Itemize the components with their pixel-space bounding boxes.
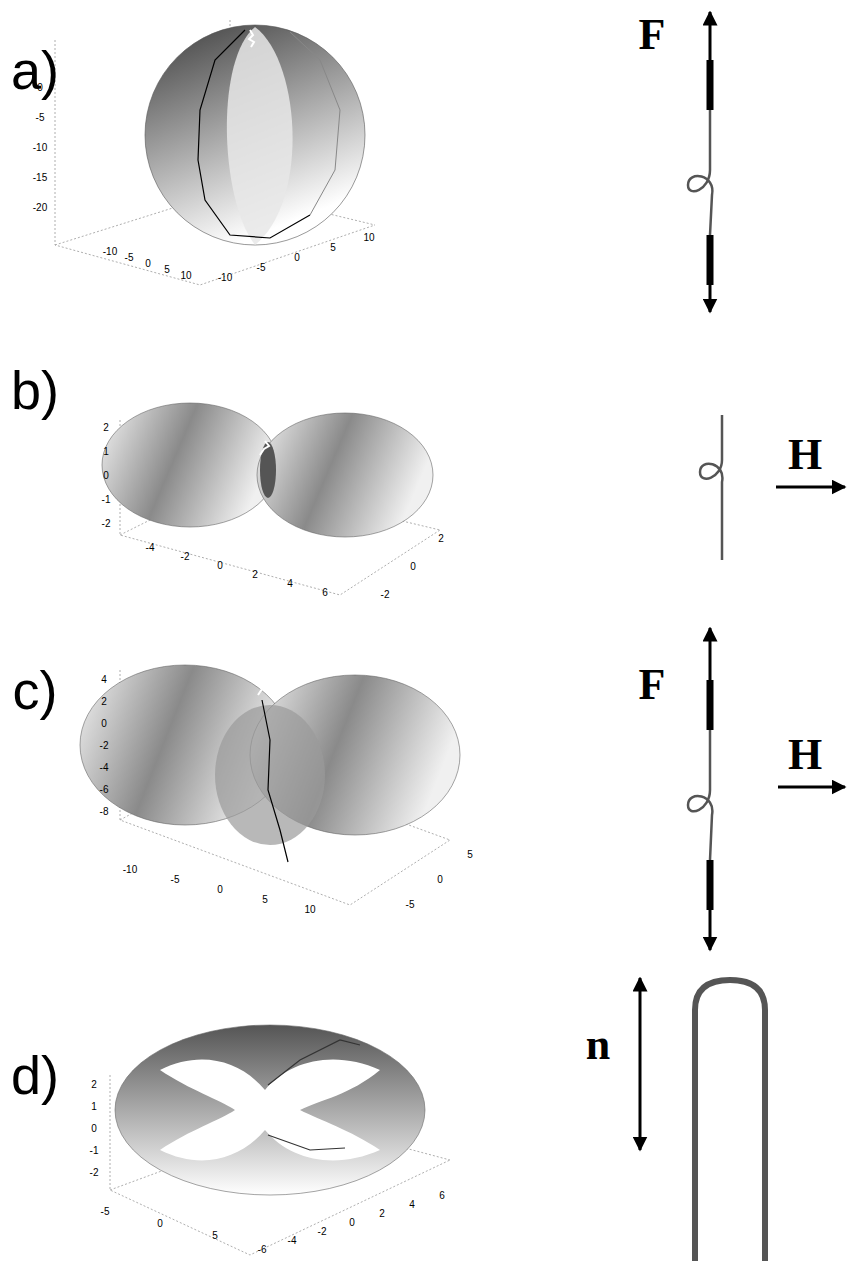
axis-tick: 5 [212, 1231, 218, 1241]
axis-tick: 4 [101, 675, 107, 685]
trajectory [262, 700, 288, 862]
axis-tick: 0 [437, 875, 443, 885]
axis-tick: -5 [406, 900, 415, 910]
sphere-cut [227, 27, 293, 245]
trajectory [268, 1040, 360, 1150]
trajectory [290, 32, 340, 215]
axis-tick: 0 [294, 253, 300, 263]
axis-tick: -4 [100, 763, 109, 773]
axis-tick: 0 [145, 259, 151, 269]
force-field-schematic [688, 628, 845, 950]
axis-tick: -6 [100, 785, 109, 795]
nematic-schematic [640, 978, 765, 1261]
axis-tick: 2 [252, 570, 258, 580]
axis-tick: 2 [438, 534, 444, 544]
axis-tick: -5 [257, 263, 266, 273]
field-schematic [700, 415, 845, 560]
axis-tick: -5 [36, 113, 45, 123]
axis-tick: -5 [125, 253, 134, 263]
trajectory [258, 681, 267, 695]
axis-tick: -2 [100, 741, 109, 751]
trajectory [198, 30, 310, 238]
axis-tick: -4 [288, 1236, 297, 1246]
axis-tick: 0 [410, 562, 416, 572]
axis-tick: -20 [33, 203, 47, 213]
axis-tick: 2 [379, 1209, 385, 1219]
axis-tick: 6 [439, 1191, 445, 1201]
axis-tick: -10 [218, 273, 232, 283]
axis-tick: 10 [363, 233, 374, 243]
sphere [145, 25, 365, 245]
panel-letter: d) [11, 1048, 59, 1102]
vector-symbol: F [639, 13, 666, 57]
waist [260, 442, 276, 498]
axis-tick: -1 [102, 495, 111, 505]
axis-tick: -1 [90, 1146, 99, 1156]
axis-tick: 10 [180, 271, 191, 281]
axis-tick: -2 [181, 552, 190, 562]
axis-tick: 0 [157, 1219, 163, 1229]
axis-tick: -5 [101, 1207, 110, 1217]
axis-tick: 10 [304, 905, 315, 915]
trajectory [249, 30, 254, 47]
axis-tick: -10 [103, 247, 117, 257]
axis-tick: -2 [318, 1227, 327, 1237]
lobe [257, 413, 433, 537]
axis-tick: 0 [91, 1124, 97, 1134]
axis-tick: 0 [103, 471, 109, 481]
axis-tick: 0 [101, 719, 107, 729]
vector-symbol: H [788, 733, 822, 777]
force-schematic [688, 12, 712, 312]
axis-tick: -4 [146, 543, 155, 553]
panel-letter: a) [11, 43, 59, 97]
axis-tick: 5 [467, 850, 473, 860]
axis-tick: -15 [33, 173, 47, 183]
axis-tick: 5 [164, 265, 170, 275]
vector-symbol: F [639, 663, 666, 707]
axis-tick: 0 [37, 83, 43, 93]
torus-hole [160, 1060, 380, 1161]
axis-tick: 0 [217, 885, 223, 895]
axis-tick: -2 [90, 1168, 99, 1178]
lobe [102, 403, 278, 527]
axis-tick: 2 [103, 423, 109, 433]
axis-tick: -8 [100, 807, 109, 817]
axis-tick: 6 [322, 588, 328, 598]
axis-tick: 4 [287, 579, 293, 589]
axis-tick: 0 [217, 561, 223, 571]
panel-letter: c) [13, 663, 58, 717]
panel-letter: b) [11, 363, 59, 417]
torus [115, 1025, 425, 1195]
axis-tick: -6 [258, 1245, 267, 1255]
vector-symbol: n [586, 1023, 610, 1067]
axis-tick: -10 [123, 865, 137, 875]
axis-tick: 4 [409, 1200, 415, 1210]
axis-tick: -5 [171, 875, 180, 885]
axis-tick: 5 [330, 243, 336, 253]
vector-symbol: H [788, 433, 822, 477]
axis-tick: -2 [381, 590, 390, 600]
trajectory [260, 441, 269, 455]
body [215, 705, 325, 845]
axis-tick: 5 [262, 895, 268, 905]
axis-tick: 1 [103, 447, 109, 457]
axis-tick: 1 [91, 1102, 97, 1112]
axis-tick: -2 [102, 519, 111, 529]
axis-tick: 0 [349, 1218, 355, 1228]
axis-box [55, 20, 375, 285]
axis-tick: 2 [101, 697, 107, 707]
axis-tick: -10 [33, 143, 47, 153]
axis-tick: 2 [91, 1080, 97, 1090]
